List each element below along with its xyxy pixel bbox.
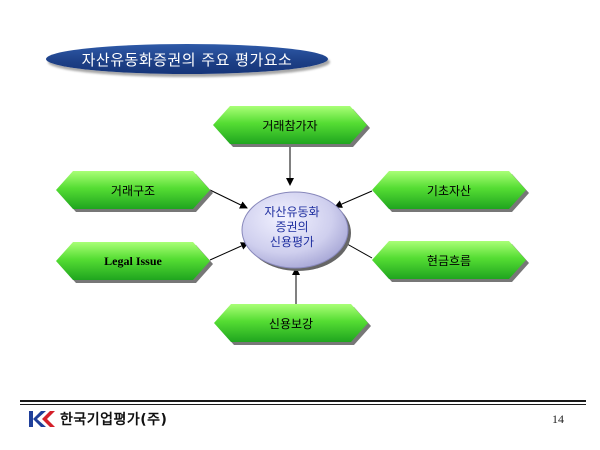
node-left-top-label: 거래구조 — [110, 183, 156, 198]
node-bottom-label: 신용보강 — [268, 316, 314, 331]
arrow-left-top — [209, 189, 248, 209]
center-line-1: 자산유동화 — [264, 204, 320, 219]
node-left-bottom — [56, 242, 213, 283]
node-bottom — [214, 304, 371, 345]
footer-rule-thin — [20, 404, 586, 405]
node-right-bottom — [372, 241, 529, 282]
node-top — [213, 106, 370, 147]
node-top-label: 거래참가자 — [262, 118, 318, 133]
page-title: 자산유동화증권의 주요 평가요소 — [46, 44, 328, 74]
kr-logo-icon — [29, 411, 55, 427]
node-right-top — [372, 171, 529, 212]
arrow-right-top — [334, 190, 373, 208]
arrow-left-bottom — [209, 242, 249, 261]
page-number: 14 — [552, 412, 564, 426]
center-line-3: 신용평가 — [269, 234, 315, 249]
center-ellipse — [241, 191, 349, 269]
footer-rule — [20, 400, 586, 402]
center-line-2: 증권의 — [275, 219, 309, 234]
company-name: 한국기업평가(주) — [60, 412, 168, 428]
node-right-top-label: 기초자산 — [426, 183, 472, 198]
center-label: 자산유동화 증권의 신용평가 — [244, 198, 340, 256]
node-left-top — [56, 171, 213, 212]
node-right-bottom-label: 현금흐름 — [426, 253, 472, 268]
page-title-text: 자산유동화증권의 주요 평가요소 — [81, 50, 293, 69]
node-left-bottom-label: Legal Issue — [104, 253, 162, 268]
